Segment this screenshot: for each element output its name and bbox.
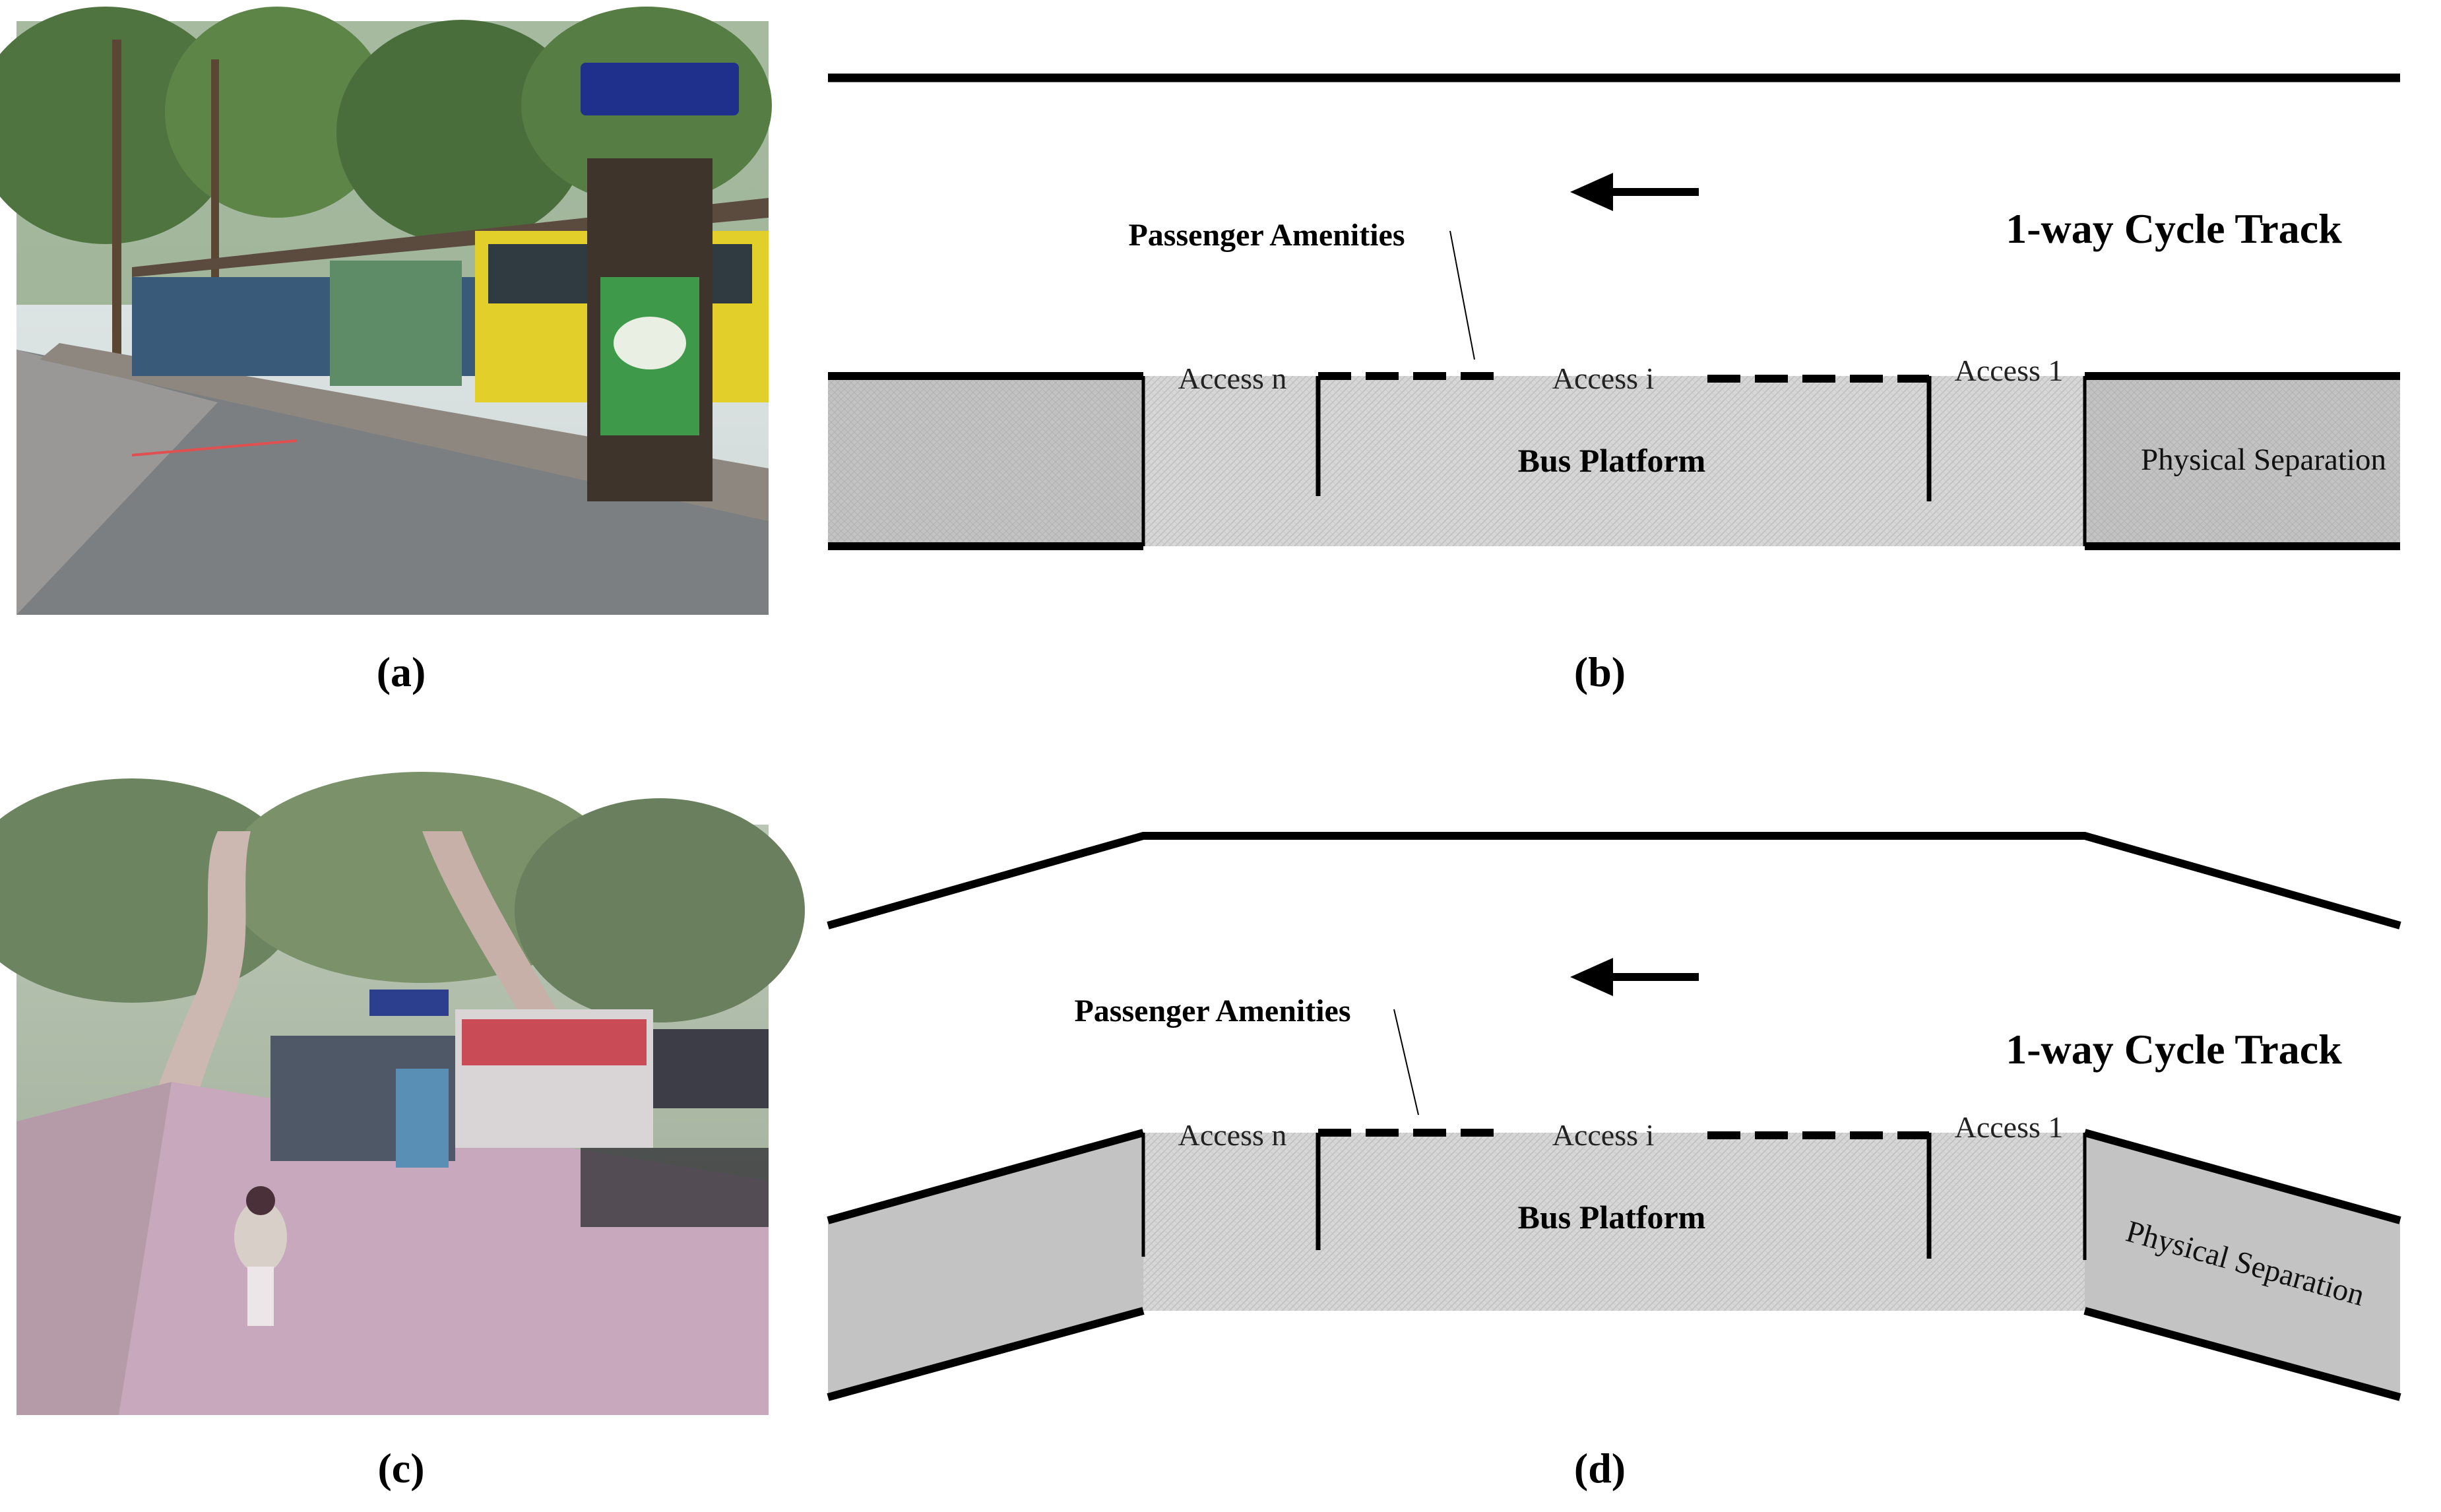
cycle-track-edge-top [827,832,2401,929]
passenger-amenities-label: Passenger Amenities [1074,993,1350,1028]
cycle-track-label: 1-way Cycle Track [2006,205,2342,252]
panel-label-a: (a) [377,648,426,695]
passenger-amenities-label: Passenger Amenities [1128,218,1405,253]
access-n-label: Access n [1178,362,1287,395]
physical-separation-right [2085,376,2400,546]
access-1-label: Access 1 [1955,354,2064,387]
photo-bus-stop-shelter [0,7,772,615]
panel-label-b: (b) [1574,648,1626,695]
cycle-track-label: 1-way Cycle Track [2006,1026,2342,1073]
amenities-leader-line [1393,1009,1419,1116]
bus-platform-label: Bus Platform [1518,1199,1706,1236]
direction-arrow-icon [1570,958,1699,996]
physical-separation-left [828,376,1143,546]
amenities-leader-line [1449,230,1475,360]
access-1-label: Access 1 [1955,1110,2064,1144]
access-i-label: Access i [1552,362,1655,395]
access-n-label: Access n [1178,1118,1287,1152]
access-i-label: Access i [1552,1118,1655,1152]
panel-label-d: (d) [1574,1445,1626,1492]
physical-separation-label: Physical Separation [2141,443,2386,477]
photo-bus-stop-street [0,772,805,1415]
diagram-d [827,832,2401,1401]
diagram-b [828,73,2400,550]
panel-label-c: (c) [377,1445,424,1492]
bus-platform-label: Bus Platform [1518,442,1706,479]
direction-arrow-icon [1570,173,1699,211]
